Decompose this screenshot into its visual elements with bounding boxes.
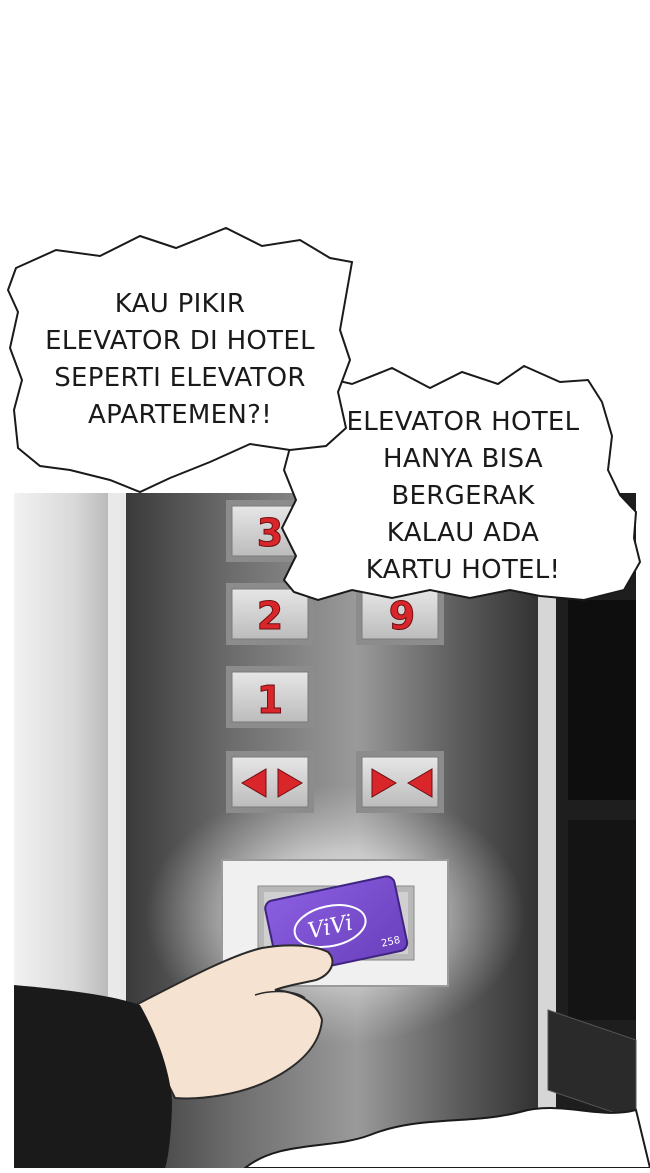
bubble-2-line: BERGERAK: [391, 481, 535, 511]
sleeve: [14, 985, 172, 1168]
bubble-2-text: ELEVATOR HOTEL HANYA BISA BERGERAK KALAU…: [318, 404, 608, 589]
right-frame-edge: [538, 493, 558, 1168]
right-dark-panel: [568, 600, 636, 800]
bottom-bubble: [242, 1107, 650, 1169]
svg-text:2: 2: [257, 594, 283, 638]
door-close-button[interactable]: [356, 751, 444, 813]
door-open-icon: [241, 768, 303, 798]
svg-text:3: 3: [257, 511, 283, 555]
floor-button-1[interactable]: 1: [226, 666, 314, 728]
right-dark-panel-lower: [568, 820, 636, 1020]
speech-bubble-1: [6, 226, 354, 494]
bubble-1-line: APARTEMEN?!: [88, 400, 272, 430]
bubble-1-text: KAU PIKIR ELEVATOR DI HOTEL SEPERTI ELEV…: [20, 286, 340, 434]
bubble-2-line: ELEVATOR HOTEL: [346, 407, 580, 437]
bubble-1-line: ELEVATOR DI HOTEL: [45, 326, 315, 356]
speech-bubble-2: [280, 364, 642, 602]
door-open-button[interactable]: [226, 751, 314, 813]
bubble-1-line: KAU PIKIR: [114, 289, 246, 319]
door-close-icon: [371, 768, 433, 798]
hand: [128, 944, 334, 1100]
svg-text:9: 9: [389, 594, 415, 638]
bubble-1-line: SEPERTI ELEVATOR: [54, 363, 306, 393]
bubble-2-line: KARTU HOTEL!: [365, 555, 561, 585]
bubble-2-line: HANYA BISA: [383, 444, 543, 474]
svg-text:1: 1: [257, 678, 283, 722]
bubble-2-line: KALAU ADA: [386, 518, 540, 548]
card-number: 258: [380, 935, 401, 950]
